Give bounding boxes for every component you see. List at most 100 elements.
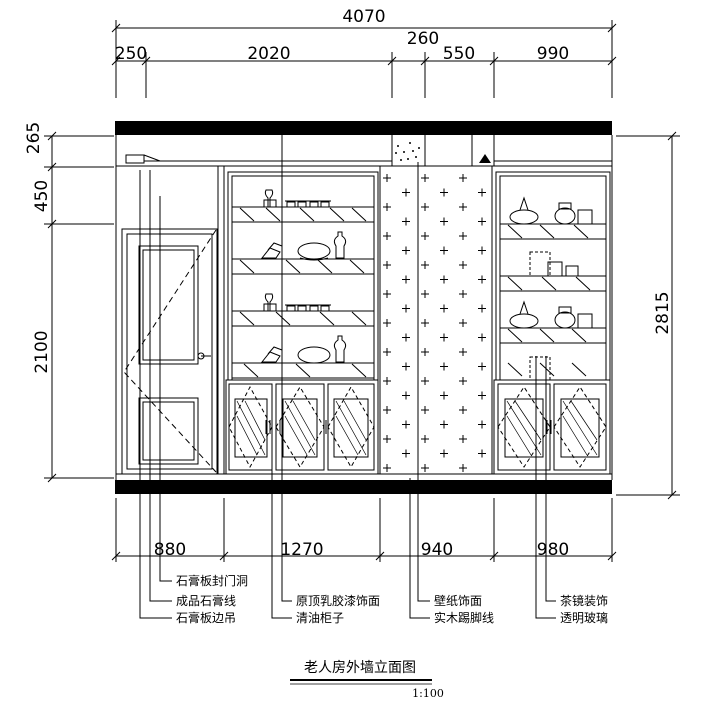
wallpaper-cross [440,333,448,342]
label-wallpaper: 壁纸饰面 [434,593,482,608]
top-dimensions: 4070 250 2020 260 550 990 [111,7,617,98]
wallpaper-cross [459,203,467,211]
wallpaper-cross [440,188,448,197]
wallpaper-cross [383,232,391,240]
dim-seg-2: 2020 [247,44,290,64]
wallpaper-cross [478,217,486,226]
wallpaper-cross [440,420,448,429]
wallpaper-cross [459,377,467,385]
dim-left-bottom: 2100 [32,330,52,373]
wallpaper-cross [440,304,448,313]
wallpaper-cross [421,232,429,240]
dim-seg-4: 550 [443,44,475,64]
wallpaper-cross [421,290,429,298]
wallpaper-cross [478,188,486,197]
dim-seg-1: 250 [115,44,147,64]
label-skirting: 实木踢脚线 [434,610,494,625]
wallpaper-cross [402,449,410,458]
wallpaper-cross [383,203,391,211]
wallpaper-cross [402,188,410,197]
wallpaper-cross [421,174,429,182]
wallpaper-cross [421,203,429,211]
wallpaper-cross [440,391,448,400]
wallpaper-cross [402,333,410,342]
label-gypsum-line: 成品石膏线 [176,593,236,608]
wallpaper-cross [440,449,448,458]
wallpaper-cross [421,435,429,443]
label-gypsum-door-seal: 石膏板封门洞 [176,573,248,588]
wallpaper-cross [421,464,429,472]
wallpaper-cross [383,290,391,298]
dim-bottom-door: 880 [154,540,186,560]
left-cabinet [225,171,379,475]
wallpaper-cross [402,391,410,400]
wallpaper-cross [459,290,467,298]
label-clear-glass: 透明玻璃 [560,611,608,625]
wallpaper-cross [383,464,391,472]
dim-bottom-wallpaper: 940 [421,540,453,560]
right-dimension: 2815 [616,131,680,500]
wallpaper-cross [383,406,391,414]
ceiling-speckle-pattern [395,142,420,161]
wallpaper-cross [440,275,448,284]
wallpaper-cross [383,319,391,327]
dim-total-height: 2815 [653,291,673,334]
wallpaper-cross [402,420,410,429]
wallpaper-cross [440,362,448,371]
wallpaper-cross [421,348,429,356]
wallpaper-cross [478,333,486,342]
bottom-dimensions: 880 1270 940 980 [111,498,617,562]
dim-seg-5: 990 [537,44,569,64]
dim-bottom-right-cabinet: 980 [537,540,569,560]
wallpaper-cross [383,174,391,182]
wallpaper-cross [402,275,410,284]
wallpaper-cross [440,217,448,226]
wallpaper-cross [478,362,486,371]
wallpaper-cross [402,246,410,255]
wallpaper-cross [478,304,486,313]
wallpaper-cross [383,348,391,356]
label-oil-cabinet: 清油柜子 [296,611,344,625]
left-dimensions: 265 450 2100 [24,122,114,483]
right-cabinet [493,171,611,475]
dim-left-mid: 450 [32,180,52,212]
wallpaper-cross [421,319,429,327]
drawing-scale: 1:100 [412,687,444,700]
right-shelves [499,223,607,377]
wallpaper-cross [478,275,486,284]
left-cabinet-ornaments [260,189,347,364]
wallpaper-cross [459,261,467,269]
wallpaper-cross [383,377,391,385]
drawing-title-block: 老人房外墙立面图 1:100 [290,660,444,700]
wallpaper-cross [421,261,429,269]
wallpaper-cross [383,435,391,443]
wallpaper-cross [459,464,467,472]
wallpaper-cross-pattern [383,174,486,472]
dim-seg-3: 260 [407,29,439,49]
wallpaper-cross [478,391,486,400]
left-lower-cupboard [225,379,379,475]
label-tea-mirror: 茶镜装饰 [560,593,608,608]
wallpaper-cross [459,232,467,240]
wallpaper-cross [402,304,410,313]
wallpaper-cross [402,362,410,371]
annotations: 石膏板封门洞 成品石膏线 石膏板边吊 原顶乳胶漆饰面 清油柜子 壁纸饰面 实木踢… [176,573,608,625]
dim-bottom-left-cabinet: 1270 [280,540,323,560]
wallpaper-cross [440,246,448,255]
label-gypsum-ceiling-edge: 石膏板边吊 [176,610,236,625]
door [121,166,225,475]
wallpaper-cross [459,406,467,414]
wallpaper-cross [459,435,467,443]
wallpaper-cross [459,319,467,327]
wallpaper-cross [459,174,467,182]
left-shelves [231,206,375,379]
leader-lines [139,135,556,619]
right-cabinet-ornaments [509,196,593,381]
label-latex-paint: 原顶乳胶漆饰面 [296,593,380,608]
right-lower-cupboard [493,379,611,475]
wallpaper-panel [379,165,493,475]
wallpaper-cross [478,449,486,458]
wallpaper-cross [478,420,486,429]
wallpaper-cross [421,406,429,414]
